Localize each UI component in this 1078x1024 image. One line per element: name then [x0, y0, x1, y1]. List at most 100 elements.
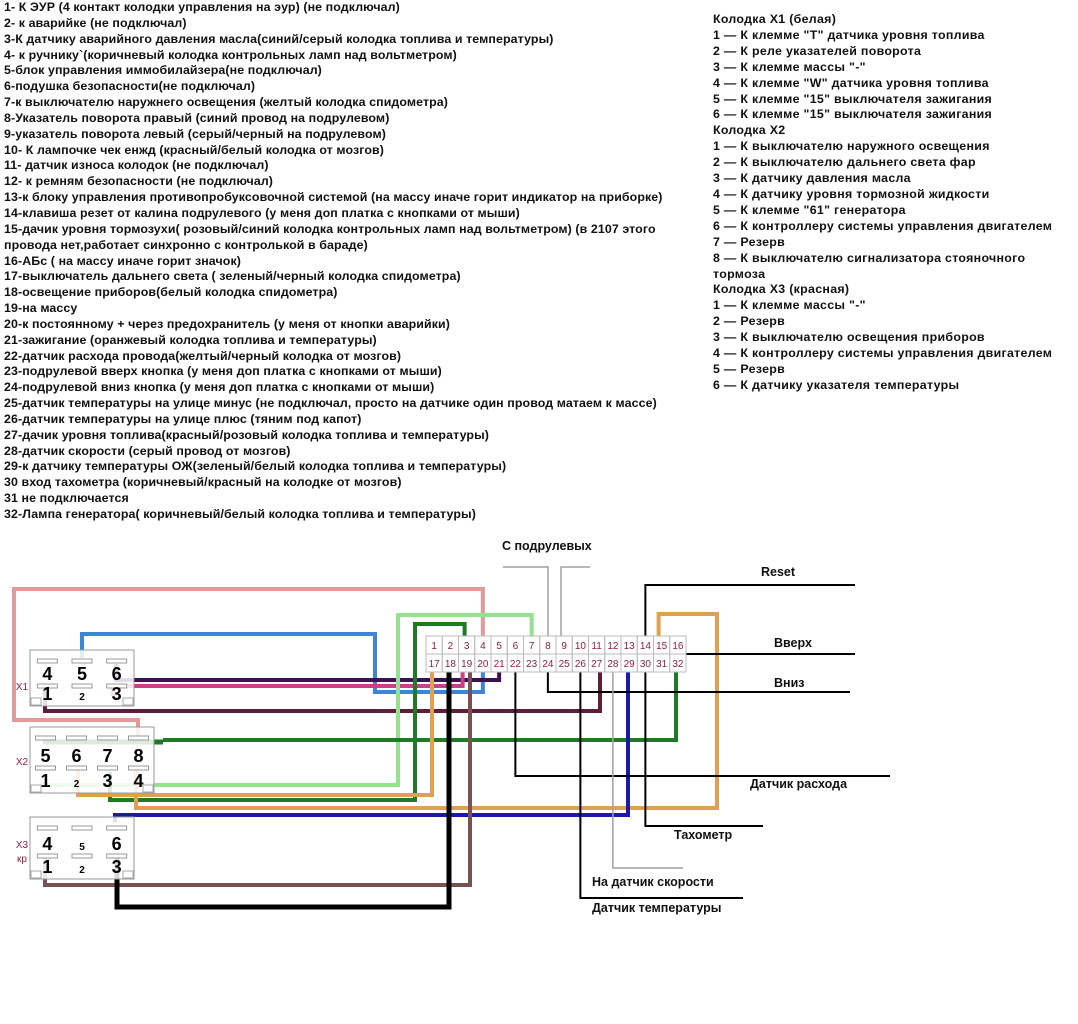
- connector-description-line: 6 — К датчику указателя температуры: [713, 377, 960, 392]
- block-pin-number: 4: [133, 771, 143, 791]
- pin-description-line: 29-к датчику температуры ОЖ(зеленый/белы…: [4, 459, 507, 474]
- label-up: Вверх: [774, 636, 812, 650]
- header-pin-label: 21: [494, 659, 506, 670]
- block-pin-number: 6: [112, 664, 122, 684]
- latch: [30, 870, 42, 879]
- connector-description-line: 2 — К выключателю дальнего света фар: [713, 155, 976, 170]
- block-pin-number: 3: [112, 857, 122, 877]
- pin-description-line: 20-к постоянному + через предохранитель …: [4, 316, 450, 331]
- header-pin-label: 23: [526, 659, 538, 670]
- header-pin-label: 4: [480, 641, 486, 652]
- connector-description-line: 5 — К клемме "15" выключателя зажигания: [713, 91, 993, 106]
- block-pin-number: 6: [71, 746, 81, 766]
- label-reset: Reset: [761, 565, 796, 579]
- header-pin-label: 26: [575, 659, 587, 670]
- header-pin-label: 28: [607, 659, 619, 670]
- wire-speed-sensor: [612, 672, 683, 869]
- connector-description-line: 1 — К клемме "Т" датчика уровня топлива: [713, 27, 985, 42]
- pin-slot: [106, 853, 128, 859]
- pin-description-line: 3-К датчику аварийного давления масла(си…: [4, 31, 554, 46]
- connector-description-list: Колодка X1 (белая)1 — К клемме "Т" датчи…: [713, 12, 1052, 394]
- latch: [142, 784, 154, 793]
- wire-steering-8: [503, 566, 549, 636]
- connector-description-line: 5 — Резерв: [713, 361, 786, 376]
- block-pin-number: 4: [42, 664, 52, 684]
- pin-slot: [35, 735, 56, 741]
- connector-description-line: 7 — Резерв: [713, 234, 786, 249]
- header-pin-label: 31: [656, 659, 668, 670]
- connector-description-line: 4 — К датчику уровня тормозной жидкости: [713, 186, 990, 201]
- block-pin-number: 1: [42, 857, 52, 877]
- pin-description-line: 16-АБс ( на массу иначе горит значок): [4, 253, 241, 268]
- wire-pink: [12, 587, 485, 740]
- pin-slot: [97, 765, 118, 771]
- block-pin-number: 6: [112, 834, 122, 854]
- pin-description-line: 19-на массу: [4, 301, 78, 316]
- block-tag: X1: [16, 682, 29, 693]
- pin-slot: [106, 683, 128, 689]
- connector-description-line: 4 — К контроллеру системы управления дви…: [713, 346, 1053, 361]
- connector-description-line: Колодка X1 (белая): [713, 12, 837, 26]
- header-pin-label: 22: [510, 659, 522, 670]
- pin-slot: [71, 853, 93, 859]
- block-pin-number: 5: [40, 746, 50, 766]
- header-pin-label: 20: [477, 659, 489, 670]
- pin-slot: [36, 658, 58, 664]
- header-cell: [669, 653, 687, 673]
- header-pin-label: 27: [591, 659, 603, 670]
- header-pin-label: 11: [591, 641, 602, 652]
- pin-description-line: 10- К лампочке чек енжд (красный/белый к…: [4, 142, 384, 157]
- pin-slot: [36, 853, 58, 859]
- header-pin-label: 30: [640, 659, 652, 670]
- header-pin-label: 15: [656, 641, 668, 652]
- pin-description-line: провода нет,работает синхронно с контрол…: [4, 237, 368, 252]
- label-temp-sensor: Датчик температуры: [592, 901, 722, 915]
- connector-description-line: 1 — К выключателю наружного освещения: [713, 139, 990, 154]
- block-pin-number: 2: [79, 692, 85, 703]
- pin-slot: [71, 825, 93, 831]
- pin-description-line: 4- к ручнику`(коричневый колодка контрол…: [4, 47, 457, 62]
- latch: [122, 697, 134, 706]
- pin-description-line: 23-подрулевой вверх кнопка (у меня доп п…: [4, 364, 442, 379]
- header-pin-label: 12: [607, 641, 619, 652]
- wire-light-blue: [80, 632, 485, 694]
- block-pin-number: 2: [74, 779, 80, 790]
- header-pin-label: 3: [464, 641, 470, 652]
- block-pin-number: 1: [42, 684, 52, 704]
- pin-slot: [128, 765, 149, 771]
- block-tag-sub: кр: [17, 854, 27, 865]
- block-pin-number: 5: [79, 842, 85, 853]
- pin-description-line: 17-выключатель дальнего света ( зеленый/…: [4, 269, 461, 284]
- wire-steering-9: [560, 566, 590, 636]
- pin-description-line: 21-зажигание (оранжевый колодка топлива …: [4, 332, 377, 347]
- pin-slot: [71, 683, 93, 689]
- block-pin-number: 2: [79, 865, 85, 876]
- connector-description-line: 2 — К реле указателей поворота: [713, 43, 922, 58]
- connector-description-line: 2 — Резерв: [713, 314, 786, 329]
- latch: [30, 784, 42, 793]
- wire-tacho: [644, 672, 763, 827]
- pin-description-line: 32-Лампа генератора( коричневый/белый ко…: [4, 507, 476, 521]
- pin-description-list: 1- К ЭУР (4 контакт колодки управления н…: [4, 0, 663, 523]
- pin-description-line: 24-подрулевой вниз кнопка (у меня доп пл…: [4, 380, 435, 395]
- header-pin-label: 29: [624, 659, 636, 670]
- wire-orange-2: [134, 612, 719, 810]
- header-pin-label: 6: [513, 641, 519, 652]
- connector-description-line: 4 — К клемме "W" датчика уровня топлива: [713, 75, 989, 90]
- pin-description-line: 27-дачик уровня топлива(красный/розовый …: [4, 427, 489, 442]
- pin-description-line: 26-датчик температуры на улице плюс (тян…: [4, 411, 362, 426]
- header-pin-label: 18: [445, 659, 457, 670]
- block-tag: X2: [16, 757, 29, 768]
- wire-fuel-flow: [514, 672, 890, 777]
- wire-reset: [644, 584, 855, 636]
- wire-dark-green: [163, 672, 678, 742]
- header-pin-label: 17: [429, 659, 441, 670]
- connector-description-line: 1 — К клемме массы "-": [713, 298, 866, 313]
- connector-description-line: 3 — К датчику давления масла: [713, 171, 911, 186]
- pin-description-line: 8-Указатель поворота правый (синий прово…: [4, 110, 390, 125]
- pin-description-line: 1- К ЭУР (4 контакт колодки управления н…: [4, 0, 400, 14]
- pin-slot: [66, 735, 87, 741]
- header-pin-label: 9: [561, 641, 567, 652]
- pin-description-line: 9-указатель поворота левый (серый/черный…: [4, 126, 386, 141]
